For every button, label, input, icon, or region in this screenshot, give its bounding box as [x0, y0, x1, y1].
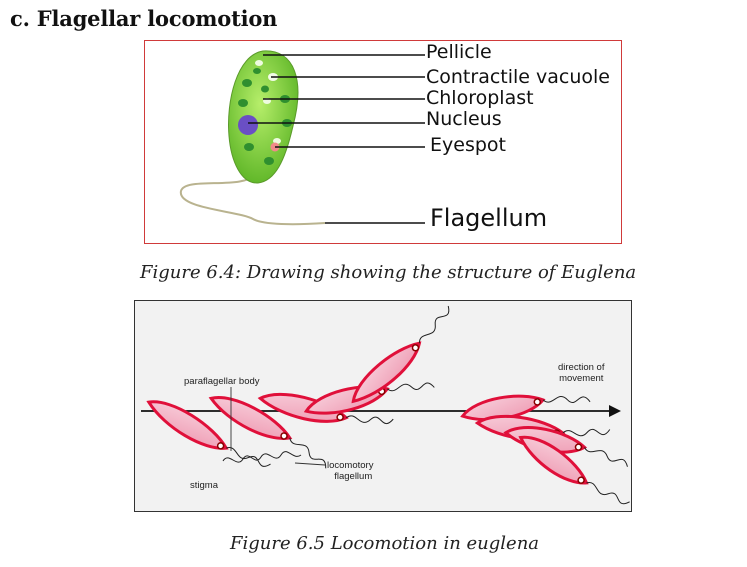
figure-6-5-caption: Figure 6.5 Locomotion in euglena — [230, 533, 540, 554]
euglena-flagellum — [584, 447, 628, 467]
euglena-flagellum — [562, 428, 611, 437]
label-paraflagellar-body: paraflagellar body — [184, 376, 260, 387]
euglena-stigma-dot — [577, 476, 585, 484]
euglena-cell — [146, 400, 271, 467]
euglena-cell — [351, 305, 450, 404]
euglena-flagellum — [289, 437, 327, 469]
label-direction-line1: direction of — [558, 362, 605, 373]
euglena-flagellum — [345, 415, 394, 425]
euglena-cell-body — [146, 400, 229, 450]
euglena-cells — [146, 305, 630, 505]
flagellum-strand — [179, 172, 326, 226]
euglena-structure-figure — [144, 40, 622, 244]
euglena-locomotion-drawing — [141, 305, 630, 505]
pointer-lines — [248, 54, 425, 224]
euglena-cell — [518, 435, 630, 505]
euglena-flagellum — [226, 447, 271, 467]
label-direction-line2: movement — [559, 373, 604, 384]
euglena-stigma-dot — [280, 432, 288, 440]
nucleus-shape — [238, 115, 258, 135]
euglena-flagellum — [586, 482, 630, 505]
euglena-stigma-dot — [533, 398, 542, 406]
label-contractile-vacuole: Contractile vacuole — [426, 66, 610, 88]
locomotory-flagellum-wave — [222, 451, 302, 463]
label-locomotory-line2: flagellum — [334, 471, 373, 482]
label-direction-of-movement: direction of movement — [558, 362, 604, 384]
euglena-locomotion-figure — [134, 300, 632, 512]
euglena-flagellum — [418, 305, 450, 344]
euglena-stigma-dot — [216, 442, 225, 450]
label-stigma: stigma — [190, 480, 218, 491]
label-chloroplast: Chloroplast — [426, 87, 534, 109]
euglena-stigma-dot — [336, 413, 344, 421]
label-pellicle: Pellicle — [426, 41, 492, 63]
figure-6-4-caption: Figure 6.4: Drawing showing the structur… — [140, 262, 637, 283]
label-nucleus: Nucleus — [426, 108, 502, 130]
label-eyespot: Eyespot — [430, 134, 506, 156]
euglena-stigma-dot — [574, 443, 583, 451]
label-flagellum: Flagellum — [430, 204, 548, 232]
label-locomotory-flagellum: locomotory flagellum — [327, 460, 373, 482]
euglena-body — [228, 50, 299, 184]
direction-arrowhead — [609, 405, 621, 417]
section-heading: c. Flagellar locomotion — [10, 6, 278, 31]
label-leader-lines — [230, 387, 326, 466]
label-locomotory-line1: locomotory — [327, 460, 374, 471]
euglena-flagellum — [542, 396, 591, 403]
euglena-flagellum — [386, 382, 435, 392]
euglena-stigma-dot — [411, 344, 420, 352]
euglena-structure-drawing — [179, 50, 425, 226]
